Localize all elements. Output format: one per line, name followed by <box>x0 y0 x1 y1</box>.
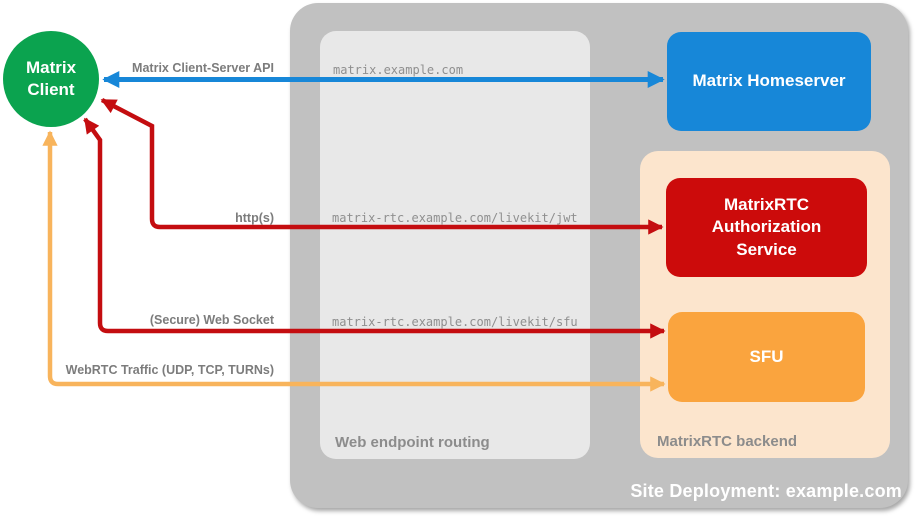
matrix-client-node: Matrix Client <box>3 31 99 127</box>
matrix-homeserver-node: Matrix Homeserver <box>667 32 871 131</box>
web-endpoint-routing-label: Web endpoint routing <box>335 434 490 451</box>
site-deployment-label: Site Deployment: example.com <box>630 481 902 501</box>
web-endpoint-routing-box: Web endpoint routing <box>320 31 590 459</box>
arrow-label-webrtc-traffic: WebRTC Traffic (UDP, TCP, TURNs) <box>65 363 274 377</box>
matrixrtc-authorization-service-node: MatrixRTC Authorization Service <box>666 178 867 277</box>
matrixrtc-authorization-service-label: MatrixRTC Authorization Service <box>711 195 822 259</box>
arrow-label-secure-web-socket: (Secure) Web Socket <box>149 313 274 327</box>
endpoint-url-livekit-jwt: matrix-rtc.example.com/livekit/jwt <box>332 211 578 225</box>
sfu-node: SFU <box>668 312 865 402</box>
matrix-homeserver-label: Matrix Homeserver <box>692 71 846 91</box>
endpoint-url-homeserver: matrix.example.com <box>333 63 464 77</box>
sfu-label: SFU <box>749 346 784 366</box>
arrow-label-https: http(s) <box>235 211 274 225</box>
matrix-client-label: Matrix Client <box>25 57 77 99</box>
matrixrtc-backend-label: MatrixRTC backend <box>657 433 798 450</box>
endpoint-url-livekit-sfu: matrix-rtc.example.com/livekit/sfu <box>332 315 578 329</box>
arrow-label-client-server-api: Matrix Client-Server API <box>132 61 274 75</box>
